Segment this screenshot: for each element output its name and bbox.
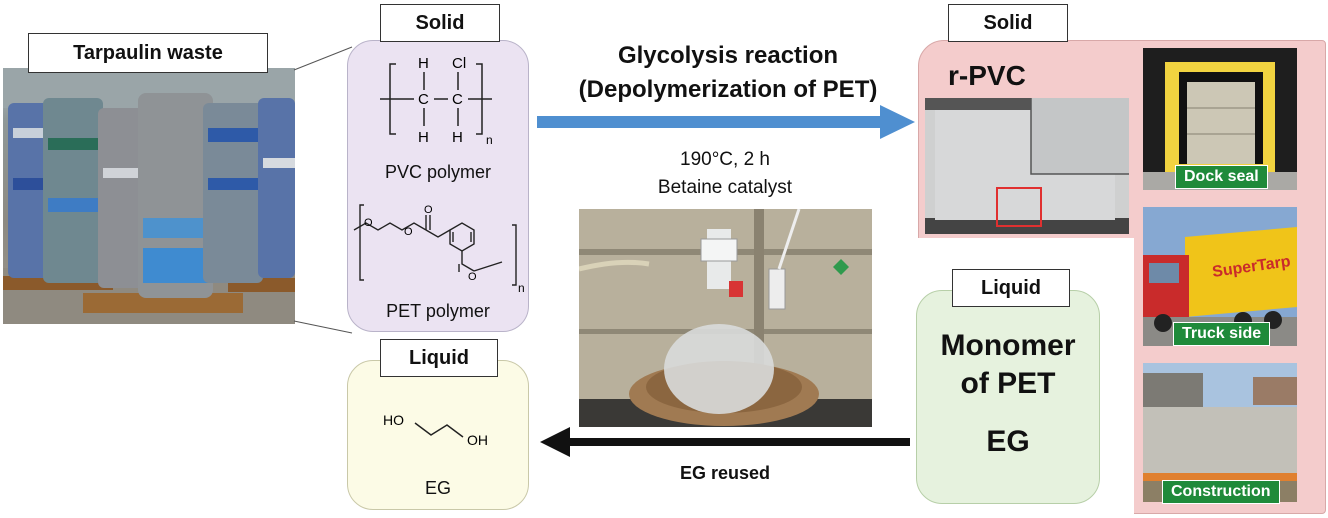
pvc-c2: C — [452, 91, 463, 108]
solid-polymer-box — [347, 40, 529, 332]
pvc-h-bottom-1: H — [418, 129, 429, 146]
rpvc-roll-illustration — [925, 98, 1129, 234]
pet-n: n — [518, 281, 525, 295]
pvc-polymer-label: PVC polymer — [384, 162, 492, 182]
pvc-c1: C — [418, 91, 429, 108]
eg-reused-label: EG reused — [679, 463, 771, 483]
pet-structure — [353, 204, 517, 286]
liquid-tag-left: Liquid — [380, 339, 498, 377]
eg-oh: OH — [467, 432, 488, 448]
pvc-h-top: H — [418, 55, 429, 72]
svg-text:O: O — [364, 217, 373, 229]
monomer-line2: of PET — [960, 367, 1056, 400]
eg-label-left: EG — [424, 478, 451, 498]
monomer-line1: Monomer — [940, 329, 1076, 362]
reactor-photo — [579, 209, 872, 427]
svg-text:O: O — [404, 226, 413, 238]
eg-reused-arrow — [540, 427, 910, 457]
tarpaulin-bales-illustration — [3, 68, 295, 324]
app-label-dock-seal: Dock seal — [1175, 165, 1268, 189]
app-label-construction: Construction — [1162, 480, 1280, 504]
pvc-n: n — [486, 133, 493, 147]
reaction-condition-line2: Betaine catalyst — [657, 177, 793, 198]
reactor-illustration — [579, 209, 872, 427]
forward-arrow — [537, 105, 915, 139]
solid-tag-right: Solid — [948, 4, 1068, 42]
pvc-structure: H Cl C C H H n — [380, 55, 493, 147]
polymer-structures: H Cl C C H H n O O O O n — [353, 55, 525, 295]
pvc-h-bottom-2: H — [452, 129, 463, 146]
tarpaulin-waste-label: Tarpaulin waste — [28, 33, 268, 73]
liquid-eg-box — [347, 360, 529, 510]
solid-tag-left: Solid — [380, 4, 500, 42]
truck-illustration: SuperTarp — [1143, 207, 1297, 346]
rpvc-roll-photo — [925, 98, 1129, 234]
pvc-cl: Cl — [452, 55, 466, 72]
tarpaulin-photo — [3, 68, 295, 324]
truck-side-photo: SuperTarp — [1143, 207, 1297, 346]
reaction-title-line1: Glycolysis reaction — [617, 42, 839, 69]
svg-text:O: O — [424, 204, 433, 216]
eg-ho: HO — [383, 412, 404, 428]
dock-seal-illustration — [1143, 48, 1297, 190]
reaction-condition-line1: 190°C, 2 h — [680, 149, 770, 170]
monomer-eg: EG — [986, 425, 1030, 458]
pet-polymer-label: PET polymer — [386, 301, 490, 321]
reaction-title-line2: (Depolymerization of PET) — [578, 76, 878, 103]
connector-lines — [293, 46, 353, 334]
svg-text:O: O — [468, 271, 477, 283]
app-label-truck-side: Truck side — [1173, 322, 1271, 346]
liquid-tag-right: Liquid — [952, 269, 1070, 307]
liquid-monomer-box — [916, 290, 1100, 504]
rpvc-title: r-PVC — [948, 60, 1026, 91]
ethylene-glycol-structure: HO OH — [383, 412, 488, 448]
